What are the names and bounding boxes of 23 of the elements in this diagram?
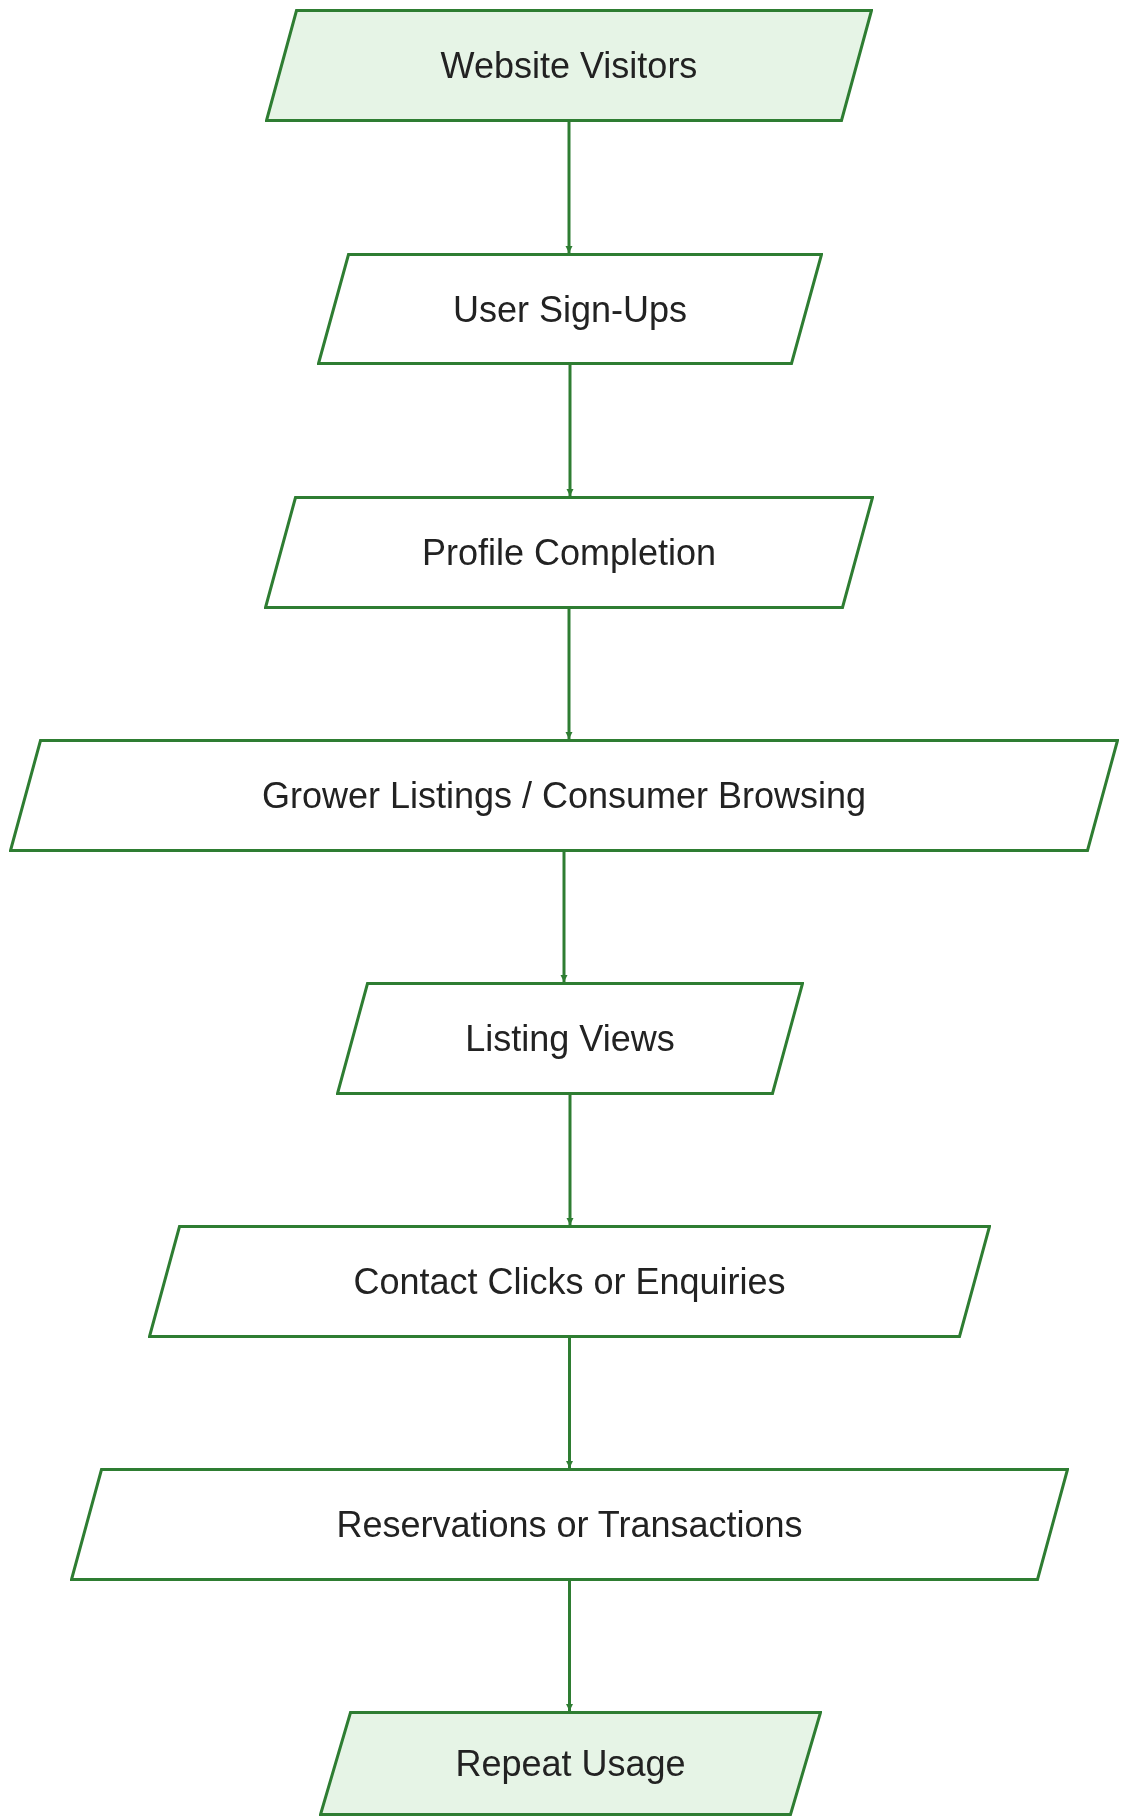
node-label: User Sign-Ups <box>452 287 688 332</box>
node-label: Profile Completion <box>421 531 717 575</box>
node-label: Website Visitors <box>440 44 698 88</box>
parallelogram-box <box>336 982 804 1095</box>
arrow <box>566 1338 573 1468</box>
parallelogram-box <box>265 9 873 122</box>
parallelogram-box <box>70 1468 1069 1581</box>
arrow <box>566 365 574 496</box>
node-label: Contact Clicks or Enquiries <box>353 1260 786 1304</box>
node-label: Reservations or Transactions <box>336 1503 803 1547</box>
arrow <box>565 122 573 253</box>
node-label: Grower Listings / Consumer Browsing <box>261 774 867 818</box>
parallelogram-box <box>319 1711 822 1816</box>
parallelogram-box <box>148 1225 991 1338</box>
parallelogram-box <box>317 253 823 365</box>
node-label: Repeat Usage <box>455 1742 686 1786</box>
arrow <box>566 1581 573 1711</box>
arrow <box>560 852 568 982</box>
parallelogram-box <box>9 739 1119 852</box>
parallelogram-box <box>264 496 874 609</box>
arrow <box>565 609 573 739</box>
node-label: Listing Views <box>465 1017 675 1061</box>
arrow <box>566 1095 574 1225</box>
